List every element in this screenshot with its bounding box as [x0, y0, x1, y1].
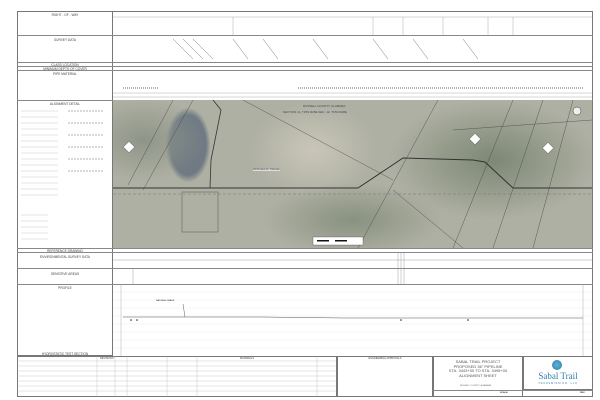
profile-chart	[113, 284, 592, 356]
logo-name: Sabal Trail	[538, 371, 578, 381]
revisions-table	[17, 356, 337, 397]
title-rev: REV:	[580, 392, 586, 394]
profile-label: PROFILE	[58, 286, 72, 290]
north-arrow-icon	[572, 106, 582, 116]
title-sheet-type: ALIGNMENT SHEET	[459, 372, 497, 378]
sabal-trail-logo-icon	[552, 360, 562, 370]
row-label: RIGHT - OF - WAY	[51, 13, 79, 17]
pipeline-label: PROPOSED 36" PIPELINE	[253, 169, 280, 171]
reference-label: REFERENCE DRAWING	[47, 248, 83, 253]
title-pipeline: PROPOSED 36" PIPELINE	[453, 363, 503, 369]
title-block	[433, 356, 523, 397]
hydro-label: HYDROSTATIC TEST SECTION	[41, 352, 89, 356]
approvals-table	[337, 356, 433, 397]
aerial-map: RUSSELL COUNTY, ALABAMA SECTION 11, T15N…	[113, 100, 592, 248]
approvals-heading: ENGINEERING APPROVALS	[368, 357, 402, 360]
profile-natural-grade: NATURAL GRADE	[156, 300, 175, 302]
materials-heading: MATERIALS	[240, 357, 254, 360]
revisions-heading: REVISIONS	[100, 357, 114, 360]
title-scale: SCALE:	[500, 392, 509, 394]
table-grid	[17, 356, 337, 397]
pipe-material-label: PIPE MATERIAL	[53, 72, 77, 76]
env-strips	[113, 252, 592, 284]
logo-sub: TRANSMISSION, LLC	[538, 382, 578, 385]
alignment-label: ALIGNMENT DETAIL	[49, 102, 81, 106]
alignment-lines	[113, 100, 592, 248]
env-survey-label: ENVIRONMENTAL SURVEY DATA	[40, 255, 90, 259]
class-location-label: CLASS LOCATION	[51, 62, 79, 67]
survey-label: SURVEY DATA	[54, 38, 76, 42]
min-cover-label: MINIMUM DEPTH OF COVER	[43, 66, 87, 71]
title-county: RUSSELL COUNTY, ALABAMA	[460, 385, 491, 387]
sensitive-label: SENSITIVE AREAS	[50, 272, 80, 276]
title-stations: STA. 3443+00 TO STA. 3495+00	[448, 368, 508, 374]
legend-lines	[21, 110, 103, 240]
title-project: SABAL TRAIL PROJECT	[455, 359, 501, 364]
section-label: SECTION 11, T15N R28E SEC. 12, T15N R28E	[283, 110, 347, 114]
left-panel	[17, 11, 113, 356]
county-label: RUSSELL COUNTY, ALABAMA	[303, 104, 346, 108]
title-block-text: SABAL TRAIL PROJECT PROPOSED 36" PIPELIN…	[433, 359, 523, 378]
station-strip	[113, 16, 592, 98]
logo-box	[523, 356, 593, 390]
